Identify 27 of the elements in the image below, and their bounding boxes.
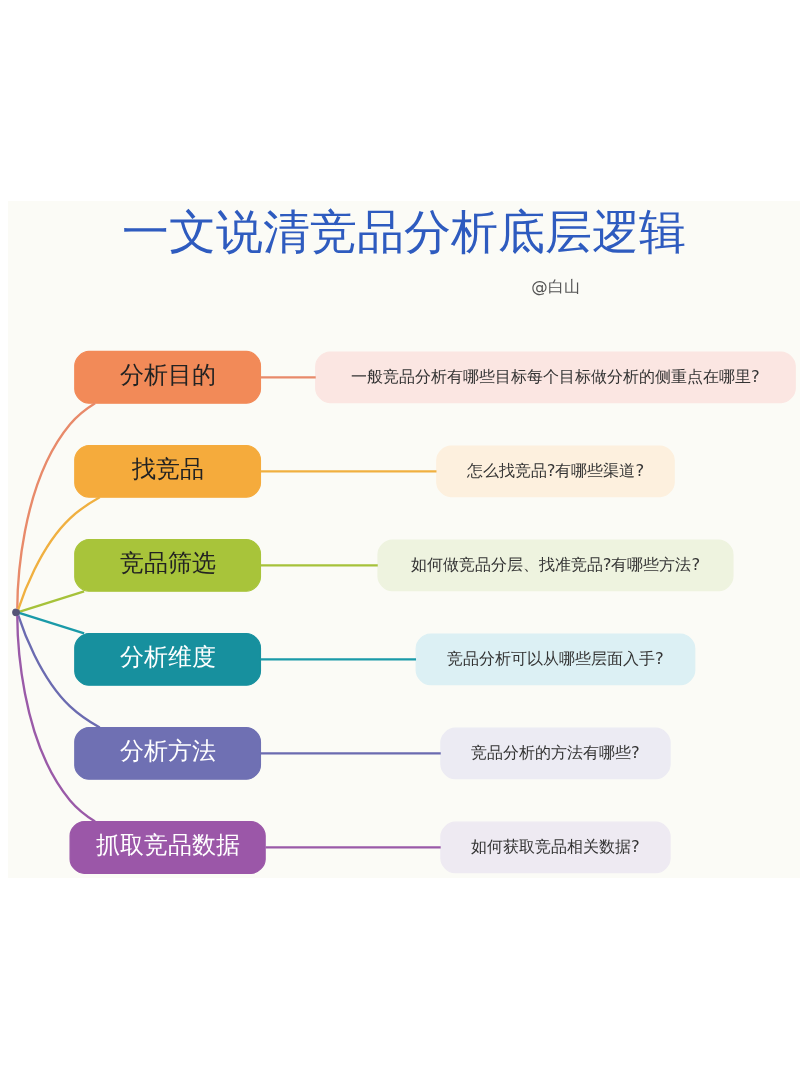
node-box: 竞品筛选 — [74, 538, 262, 592]
connector — [16, 402, 96, 609]
connector — [260, 564, 378, 567]
node-box: 抓取竞品数据 — [69, 821, 266, 874]
connector — [17, 615, 101, 729]
node-box: 一般竞品分析有哪些目标每个目标做分析的侧重点在哪里? — [315, 351, 796, 404]
connector — [19, 612, 85, 635]
connector — [260, 470, 437, 473]
node-box: 分析目的 — [74, 350, 262, 404]
node-box: 如何获取竞品相关数据? — [440, 821, 671, 874]
label: @白山 — [531, 277, 580, 297]
node-box: 竞品分析的方法有哪些? — [440, 727, 671, 780]
connector — [260, 752, 441, 755]
connector — [16, 615, 96, 823]
node-box: 找竞品 — [74, 444, 262, 498]
node-box: 如何做竞品分层、找准竞品?有哪些方法? — [377, 539, 734, 592]
connector — [17, 496, 101, 610]
diagram-title: 一文说清竞品分析底层逻辑 — [122, 204, 686, 260]
node-box: 分析维度 — [74, 632, 262, 686]
connector — [265, 846, 441, 849]
connector — [19, 590, 85, 613]
node-box: 分析方法 — [74, 726, 262, 780]
connector — [260, 658, 416, 661]
node-box: 竞品分析可以从哪些层面入手? — [415, 633, 696, 686]
node-box: 怎么找竞品?有哪些渠道? — [436, 445, 675, 498]
connector — [260, 376, 316, 379]
node-circle — [12, 608, 21, 617]
